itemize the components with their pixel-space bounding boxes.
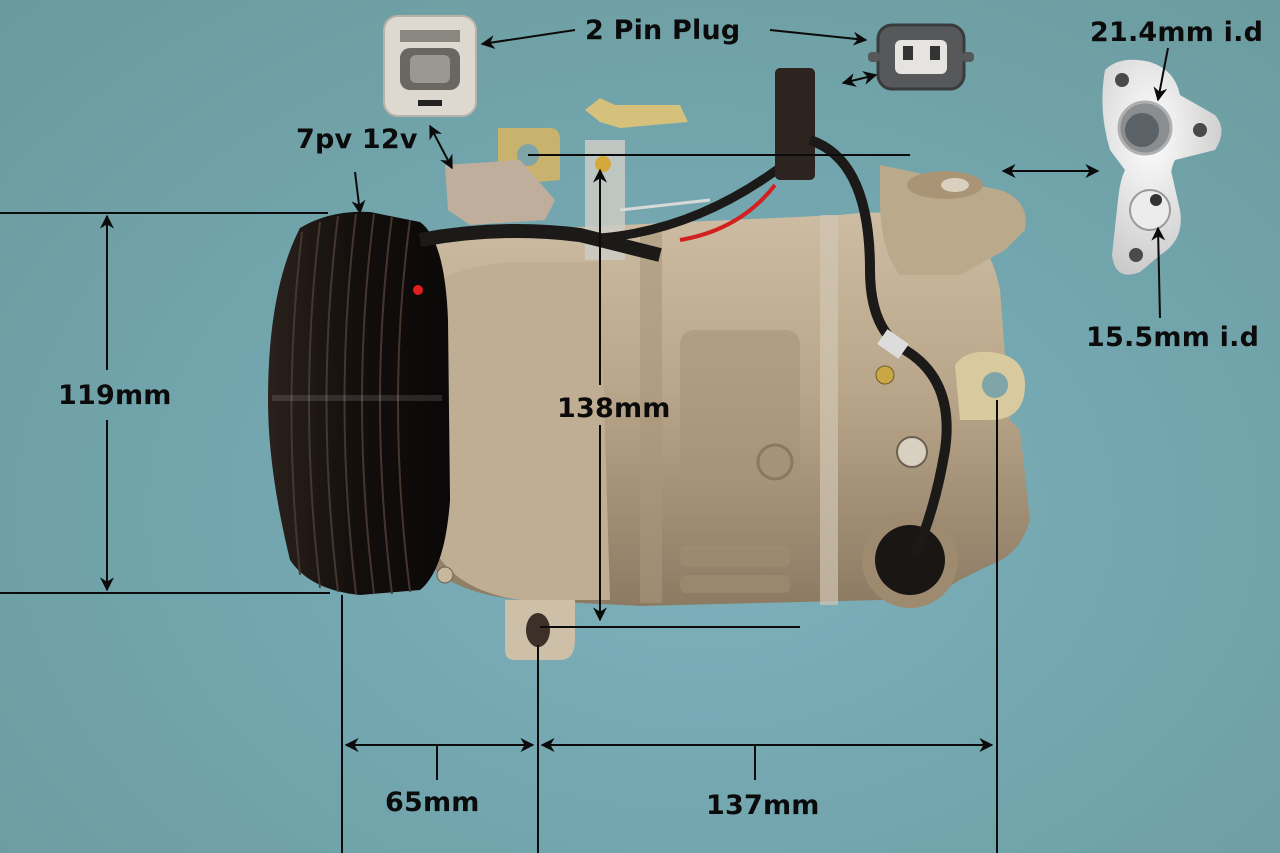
dimension-lines xyxy=(0,29,1169,853)
plug-label: 2 Pin Plug xyxy=(585,15,741,46)
wiring-harness xyxy=(418,68,952,558)
port-large-label: 21.4mm i.d xyxy=(1090,17,1264,48)
plug-left-icon xyxy=(383,15,477,117)
offset-dimension-label: 65mm xyxy=(385,787,480,818)
manifold-plate xyxy=(1102,59,1222,275)
pulley-spec-label: 7pv 12v xyxy=(296,124,418,155)
pulley xyxy=(268,211,450,596)
mount-span-dimension-label: 138mm xyxy=(557,393,671,424)
length-dimension-label: 137mm xyxy=(706,790,820,821)
port-small-label: 15.5mm i.d xyxy=(1086,322,1260,353)
height-dimension-label: 119mm xyxy=(58,380,172,411)
plug-right-icon xyxy=(868,23,974,91)
